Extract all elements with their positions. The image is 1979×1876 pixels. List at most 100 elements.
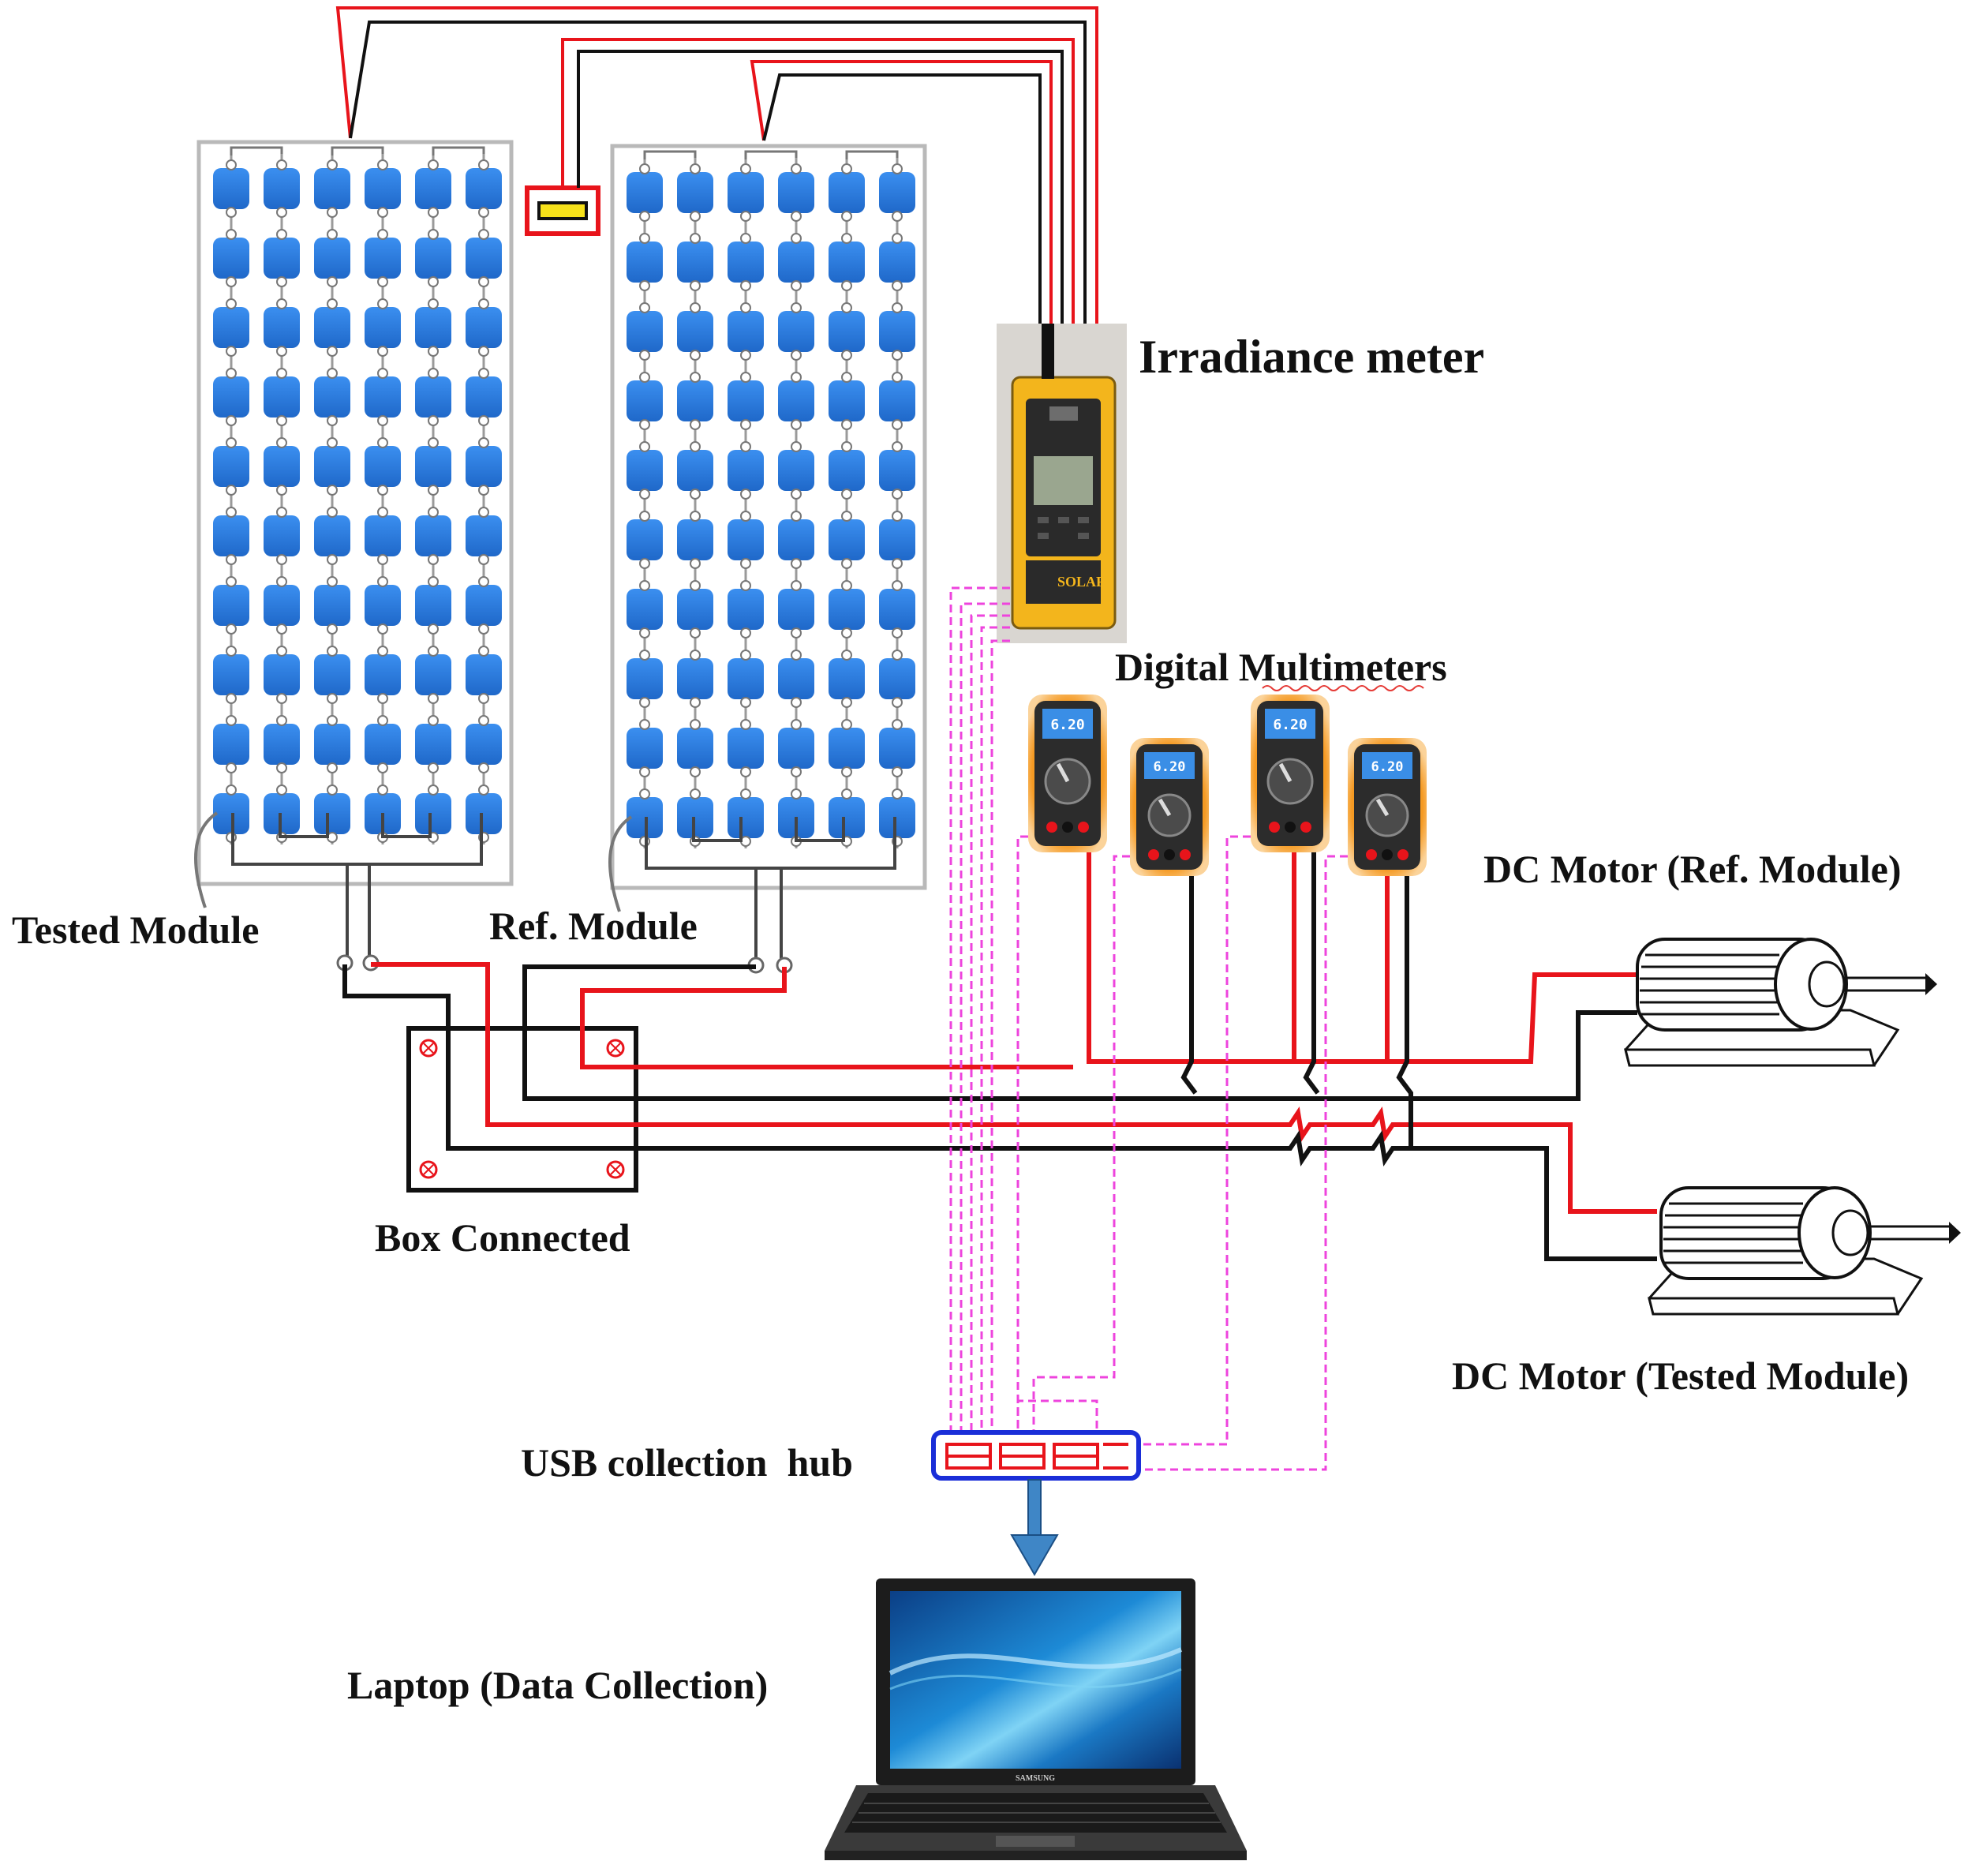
cell-terminal	[639, 350, 650, 361]
solar-cell	[829, 172, 865, 213]
solar-cell	[314, 585, 350, 626]
cell-terminal	[892, 580, 903, 591]
solar-cell	[879, 658, 915, 699]
cell-terminal	[377, 298, 388, 309]
cell-terminal	[377, 346, 388, 357]
cell-terminal	[226, 507, 237, 518]
cell-string-connector	[744, 150, 798, 159]
cell-terminal	[841, 280, 852, 291]
cell-terminal	[377, 784, 388, 796]
solar-cell	[415, 307, 451, 348]
solar-cell	[213, 307, 249, 348]
cell-terminal	[377, 207, 388, 218]
cell-string-connector	[331, 146, 384, 155]
solar-cell	[415, 793, 451, 834]
cell-terminal	[791, 211, 802, 222]
cell-terminal	[791, 650, 802, 661]
cell-terminal	[690, 233, 701, 244]
solar-cell	[264, 446, 300, 487]
box-connected-label: Box Connected	[375, 1215, 630, 1260]
multimeter-3-reading: 6.20	[1273, 717, 1307, 733]
cell-terminal	[226, 715, 237, 726]
solar-cell	[365, 515, 401, 556]
cell-terminal	[740, 419, 751, 430]
solar-cell	[879, 172, 915, 213]
solar-cell	[829, 797, 865, 838]
cell-terminal	[428, 762, 439, 773]
solar-cell	[466, 654, 502, 695]
solar-cell	[264, 307, 300, 348]
cell-terminal	[276, 346, 287, 357]
solar-cell	[466, 585, 502, 626]
cell-terminal	[478, 762, 489, 773]
cell-terminal	[327, 207, 338, 218]
cell-terminal	[892, 788, 903, 799]
cell-terminal	[892, 697, 903, 708]
cell-terminal	[327, 437, 338, 448]
solar-cell	[365, 238, 401, 279]
cell-terminal	[791, 163, 802, 174]
cell-terminal	[639, 697, 650, 708]
multimeter-1-reading: 6.20	[1050, 717, 1084, 733]
cell-terminal	[639, 788, 650, 799]
solar-cell	[466, 307, 502, 348]
solar-cell	[314, 724, 350, 765]
solar-cell	[627, 589, 663, 630]
solar-cell	[728, 728, 764, 769]
cell-terminal	[690, 766, 701, 777]
laptop-label: Laptop (Data Collection)	[347, 1663, 768, 1707]
cell-terminal	[841, 580, 852, 591]
cell-terminal	[892, 627, 903, 638]
cell-terminal	[791, 697, 802, 708]
solar-cell	[415, 376, 451, 418]
cell-terminal	[639, 211, 650, 222]
multimeter-2: 6.20	[1130, 738, 1209, 876]
ref-module-cell-grid	[627, 150, 915, 848]
cell-terminal	[639, 372, 650, 383]
cell-terminal	[428, 437, 439, 448]
cell-terminal	[478, 368, 489, 379]
cell-terminal	[478, 693, 489, 704]
solar-cell	[264, 515, 300, 556]
solar-cell	[829, 450, 865, 491]
cell-terminal	[639, 441, 650, 452]
solar-cell	[213, 376, 249, 418]
cell-terminal	[226, 554, 237, 565]
cell-terminal	[639, 280, 650, 291]
solar-cell	[879, 450, 915, 491]
cell-terminal	[428, 554, 439, 565]
solar-cell	[829, 311, 865, 352]
solar-cell	[728, 311, 764, 352]
cell-terminal	[276, 276, 287, 287]
solar-cell	[778, 242, 814, 283]
solar-cell	[314, 793, 350, 834]
cell-terminal	[740, 580, 751, 591]
solar-cell	[778, 728, 814, 769]
cell-terminal	[327, 715, 338, 726]
solar-cell	[365, 446, 401, 487]
solar-cell	[365, 376, 401, 418]
cell-terminal	[226, 485, 237, 496]
cell-terminal	[428, 415, 439, 426]
cell-terminal	[327, 576, 338, 587]
cell-terminal	[841, 233, 852, 244]
cell-terminal	[327, 346, 338, 357]
cell-terminal	[892, 511, 903, 522]
cell-terminal	[276, 646, 287, 657]
solar-cell	[829, 380, 865, 421]
cell-terminal	[892, 719, 903, 730]
solar-cell	[778, 380, 814, 421]
cell-terminal	[478, 298, 489, 309]
cell-terminal	[841, 350, 852, 361]
cell-terminal	[892, 211, 903, 222]
meter-brand-label: SOLAR	[1057, 574, 1107, 590]
cell-terminal	[428, 507, 439, 518]
solar-cell	[213, 585, 249, 626]
solar-cell	[829, 242, 865, 283]
cell-terminal	[478, 623, 489, 635]
multimeters: 6.20 6.20 6.20 6.20	[1028, 695, 1427, 876]
solar-cell	[264, 376, 300, 418]
solar-cell	[728, 658, 764, 699]
solar-cell	[415, 654, 451, 695]
cell-terminal	[892, 372, 903, 383]
